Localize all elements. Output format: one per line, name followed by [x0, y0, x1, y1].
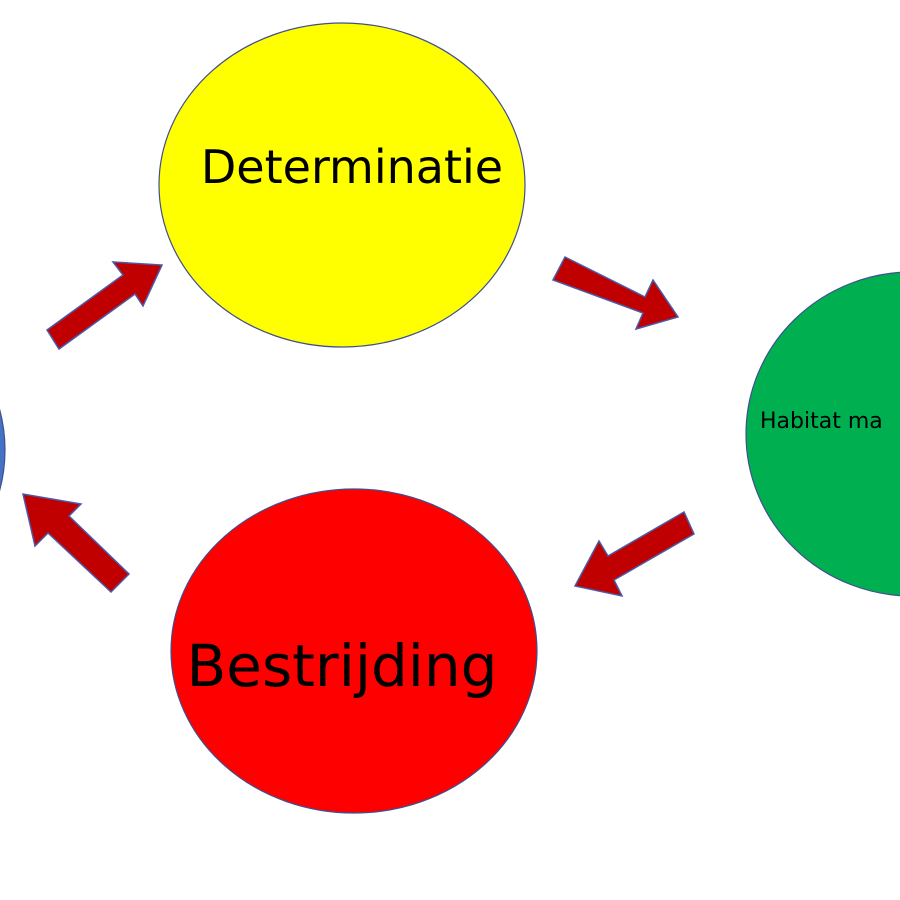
arrow-to-habitat	[551, 255, 680, 331]
bestrijding-node	[170, 488, 538, 814]
determinatie-label: Determinatie	[201, 140, 503, 194]
arrow-to-left-node	[22, 493, 131, 594]
habitat-node	[745, 271, 900, 597]
bestrijding-label: Bestrijding	[186, 632, 497, 700]
arrow-to-determinatie	[45, 261, 164, 351]
habitat-label: Habitat ma	[760, 409, 883, 434]
determinatie-node	[158, 22, 526, 348]
partial-left-node	[0, 408, 6, 492]
arrow-to-bestrijding	[573, 510, 695, 598]
